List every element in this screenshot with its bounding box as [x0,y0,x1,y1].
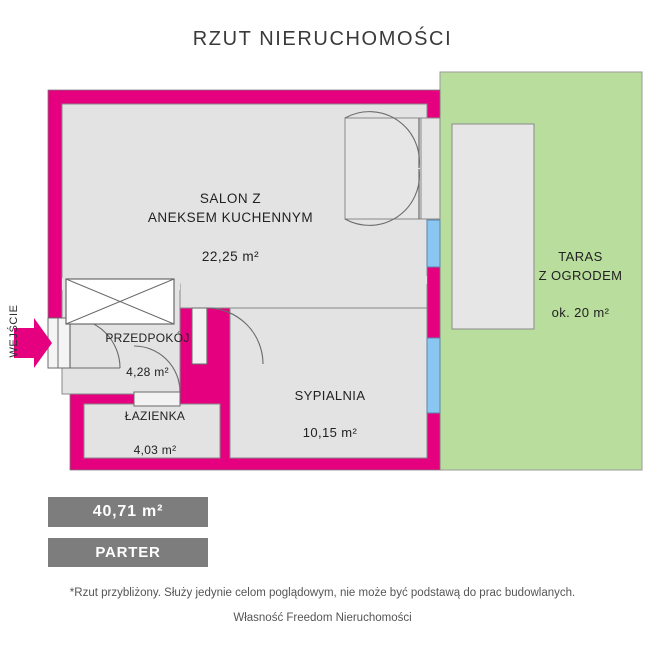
entrance-arrow-icon [14,318,52,368]
floor-level-badge: PARTER [48,538,208,567]
bedroom-door-opening [191,307,208,365]
room-lazienka-floor-full [83,403,221,459]
room-sypialnia-floor [229,307,428,459]
room-salon-floor-ext2 [180,276,427,308]
disclaimer-text: *Rzut przybliżony. Służy jedynie celom p… [69,587,576,599]
window-salon-east [426,219,441,268]
window-sypialnia-east [426,337,441,414]
entrance-label: WEJŚCIE [8,304,20,358]
total-area-badge: 40,71 m² [48,497,208,527]
terrace-slab-shape [451,123,535,330]
bedroom-door-swing-arc [206,307,264,365]
page-title: RZUT NIERUCHOMOŚCI [192,28,453,50]
terrace-door-opening [344,117,422,220]
wardrobe-cross-2 [65,278,175,325]
terrace-door-frame [418,117,441,220]
floor-plan-drawing [0,60,645,480]
owner-text: Własność Freedom Nieruchomości [233,612,412,624]
bathroom-door-opening [133,391,181,407]
bathroom-door-swing-arc [133,345,181,393]
